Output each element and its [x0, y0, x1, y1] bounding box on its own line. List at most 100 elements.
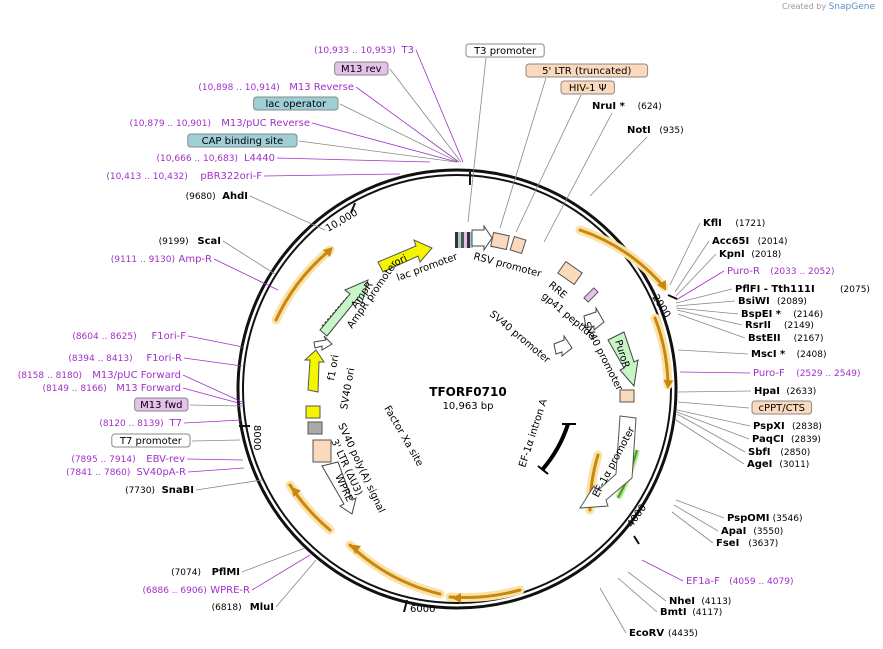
leader-line: [677, 313, 746, 339]
label-scai: ScaI: [197, 236, 221, 247]
leader-line: [679, 371, 751, 374]
sv40-ori-block: [305, 405, 321, 419]
leader-line: [276, 157, 431, 163]
cppt-box: [619, 389, 635, 403]
leader-line: [263, 173, 401, 177]
label-acc65i: Acc65I: [712, 236, 749, 247]
label-cppt-cts: cPPT/CTS: [759, 403, 805, 414]
label-hpai: HpaI: [754, 386, 780, 397]
tick-mark: [667, 294, 678, 300]
label-pos: (3546): [773, 514, 803, 524]
puror-arrow: [607, 331, 639, 388]
label-pos: (8394 .. 8413): [68, 354, 132, 364]
leader-line: [674, 240, 710, 293]
leader-line: [499, 77, 547, 229]
label-pos: (7074): [171, 568, 201, 578]
tick-mark: [350, 202, 356, 214]
label-box: [134, 397, 189, 412]
leader-line: [675, 307, 739, 315]
label-pflfi-tth111i: PflFI - Tth111I: [735, 284, 815, 295]
label-pos: (2839): [791, 435, 821, 445]
label-box: [525, 63, 649, 78]
wpre-arrow: [321, 461, 357, 515]
orf-arc: [588, 453, 600, 512]
leader-line: [675, 270, 725, 301]
label-5-ltr-truncated: 5' LTR (truncated): [542, 66, 631, 77]
label-amp-r: Amp-R: [179, 254, 213, 265]
leader-line: [676, 413, 746, 453]
orf-arc: [578, 228, 666, 289]
sv40-polya-block: [307, 421, 323, 435]
label-rsrii: RsrII: [745, 320, 771, 331]
label-pos: (2146): [793, 310, 823, 320]
orf-arrowhead: [657, 280, 666, 291]
f1-ori-arrow: [303, 349, 325, 393]
orf-arrowhead: [291, 486, 302, 498]
label-cap-binding-site: CAP binding site: [202, 136, 284, 147]
label-apai: ApaI: [721, 526, 746, 537]
ef1a-intron-arc: [540, 423, 570, 472]
label-snabi: SnaBI: [162, 485, 194, 496]
label-pos: (2633): [786, 387, 816, 397]
leader-line: [589, 136, 648, 197]
label-pos: (6886 .. 6906): [143, 586, 207, 596]
rsv-ltr-box: [490, 231, 510, 251]
label-t7-promoter: T7 promoter: [119, 436, 183, 447]
leader-line: [641, 559, 684, 582]
credit: Created by SnapGene: [782, 2, 875, 12]
features: [303, 224, 639, 515]
label-box: [560, 80, 615, 95]
label-pos: (7895 .. 7914): [71, 455, 135, 465]
label-pos: (10,413 .. 10,432): [106, 172, 187, 182]
label-ebv-rev: EBV-rev: [146, 454, 185, 465]
ef1a-intron-cap: [537, 465, 549, 475]
tick-label: 8000: [251, 425, 262, 450]
label-pos: (8149 .. 8166): [43, 384, 107, 394]
leader-line: [182, 387, 243, 405]
ampr-arrow-hatch: [321, 295, 349, 327]
label-pos: (3550): [753, 527, 783, 537]
label-pos: (10,933 .. 10,953): [314, 46, 395, 56]
label-m13-puc-reverse: M13/pUC Reverse: [221, 118, 310, 129]
label-pos: (8604 .. 8625): [72, 332, 136, 342]
label-pos: (2529 .. 2549): [796, 369, 860, 379]
leader-line: [675, 300, 736, 307]
label-ecorv: EcoRV: [629, 628, 664, 639]
label-m13-puc-forward: M13/pUC Forward: [92, 370, 181, 381]
leader-line: [241, 547, 306, 573]
hiv-psi-box: [509, 235, 527, 255]
leader-line: [251, 554, 311, 591]
orf-arc: [274, 248, 332, 322]
orf-arrowhead: [663, 379, 674, 389]
label-pos: (2149): [784, 321, 814, 331]
label-m13-rev: M13 rev: [341, 64, 382, 75]
orf-arc-glow: [575, 225, 669, 292]
leader-line: [195, 479, 263, 491]
ampr-promoter-arrow: [313, 335, 333, 351]
label-msci: MscI *: [751, 349, 786, 360]
leader-line: [675, 288, 733, 304]
label-pos: (7730): [125, 486, 155, 496]
orf-arrowhead: [350, 544, 361, 554]
leader-line: [187, 467, 245, 473]
leader-line: [675, 253, 717, 297]
label-pos: (7841 .. 7860): [66, 468, 130, 478]
label-noti: NotI: [627, 125, 651, 136]
leader-line: [669, 222, 701, 286]
label-pos: (4117): [692, 608, 722, 618]
leader-line: [627, 571, 667, 602]
label-kfli: KflI: [703, 218, 722, 229]
leader-line: [675, 499, 725, 519]
tick-mark: [403, 599, 408, 613]
label-pspomi: PspOMI: [727, 513, 769, 524]
snapgene-brand: SnapGene: [828, 2, 875, 12]
label-pos: (9111 .. 9130): [111, 255, 175, 265]
orf-arc-glow: [271, 245, 335, 325]
leader-line: [191, 439, 241, 442]
leader-line: [467, 57, 487, 223]
ampr-arrow: [319, 279, 369, 337]
leader-line: [677, 349, 749, 355]
label-m13-forward: M13 Forward: [116, 383, 181, 394]
label-mlui: MluI: [250, 602, 274, 613]
label-puro-f: Puro-F: [753, 368, 785, 379]
